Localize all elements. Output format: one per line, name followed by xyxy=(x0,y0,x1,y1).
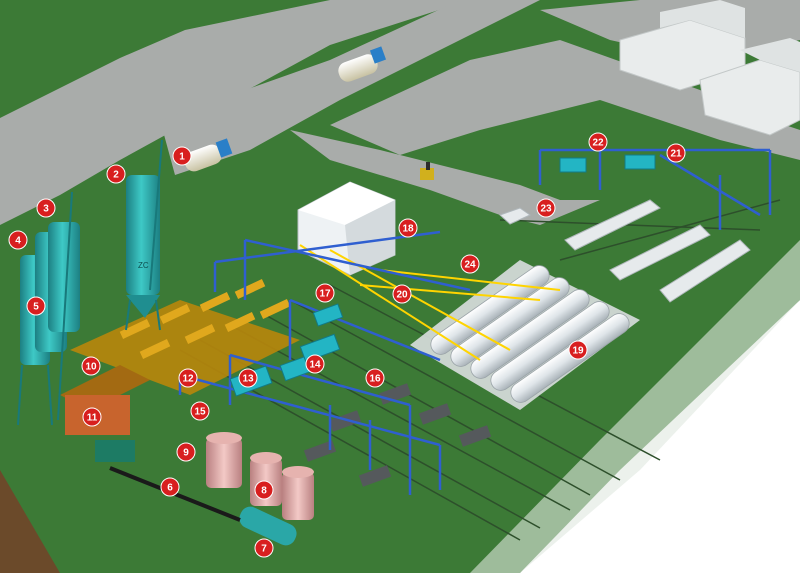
autoclaves xyxy=(410,260,640,410)
marker-label: 2 xyxy=(113,170,119,181)
marker-22: 22 xyxy=(588,132,608,152)
marker-15: 15 xyxy=(190,401,210,421)
marker-6: 6 xyxy=(160,477,180,497)
ball-mill xyxy=(239,506,297,546)
marker-circle xyxy=(160,477,180,497)
marker-12: 12 xyxy=(178,368,198,388)
marker-circle xyxy=(36,198,56,218)
green-cakes xyxy=(303,383,492,487)
marker-2: 2 xyxy=(106,164,126,184)
marker-label: 12 xyxy=(182,374,194,385)
marker-13: 13 xyxy=(238,368,258,388)
marker-label: 24 xyxy=(464,260,476,271)
marker-circle xyxy=(315,283,335,303)
marker-label: 5 xyxy=(33,302,39,313)
warehouses xyxy=(619,0,800,136)
marker-label: 13 xyxy=(242,374,254,385)
marker-circle xyxy=(398,218,418,238)
marker-14: 14 xyxy=(305,354,325,374)
marker-circle xyxy=(666,143,686,163)
marker-3: 3 xyxy=(36,198,56,218)
marker-circle xyxy=(190,401,210,421)
silos: ZC xyxy=(17,139,163,426)
forklift xyxy=(420,162,434,180)
tanker-truck-top xyxy=(338,46,387,82)
marker-label: 9 xyxy=(183,448,189,459)
marker-23: 23 xyxy=(536,198,556,218)
marker-7: 7 xyxy=(254,538,274,558)
marker-label: 3 xyxy=(43,204,49,215)
marker-circle xyxy=(305,354,325,374)
marker-8: 8 xyxy=(254,480,274,500)
marker-18: 18 xyxy=(398,218,418,238)
marker-circle xyxy=(392,284,412,304)
marker-label: 21 xyxy=(670,149,682,160)
marker-circle xyxy=(588,132,608,152)
marker-11: 11 xyxy=(82,407,102,427)
marker-circle xyxy=(106,164,126,184)
marker-label: 1 xyxy=(179,152,185,163)
marker-4: 4 xyxy=(8,230,28,250)
marker-20: 20 xyxy=(392,284,412,304)
marker-circle xyxy=(81,356,101,376)
marker-circle xyxy=(254,538,274,558)
marker-circle xyxy=(82,407,102,427)
marker-label: 11 xyxy=(87,413,98,424)
marker-label: 8 xyxy=(261,486,267,497)
marker-19: 19 xyxy=(568,340,588,360)
marker-circle xyxy=(365,368,385,388)
marker-label: 6 xyxy=(167,483,173,494)
outside-fade xyxy=(470,240,800,573)
marker-label: 4 xyxy=(15,236,21,247)
marker-circle xyxy=(238,368,258,388)
marker-1: 1 xyxy=(172,146,192,166)
marker-label: 15 xyxy=(194,407,206,418)
jaw-crusher xyxy=(95,440,135,462)
marker-circle xyxy=(8,230,28,250)
dirt-corner xyxy=(0,470,60,573)
marker-label: 19 xyxy=(572,346,584,357)
marker-label: 20 xyxy=(396,290,408,301)
silo-text: ZC xyxy=(138,261,149,270)
marker-label: 23 xyxy=(540,204,552,215)
marker-label: 16 xyxy=(369,374,381,385)
cutting-machines xyxy=(229,154,656,397)
marker-label: 7 xyxy=(261,544,267,555)
steel-structure xyxy=(178,145,772,495)
marker-circle xyxy=(460,254,480,274)
marker-circle xyxy=(26,296,46,316)
marker-5: 5 xyxy=(26,296,46,316)
marker-circle xyxy=(176,442,196,462)
marker-label: 10 xyxy=(85,362,97,373)
control-building xyxy=(297,181,396,276)
marker-label: 22 xyxy=(592,138,604,149)
marker-circle xyxy=(568,340,588,360)
marker-circle xyxy=(536,198,556,218)
marker-24: 24 xyxy=(460,254,480,274)
rail-tracks xyxy=(179,199,781,541)
marker-label: 17 xyxy=(319,289,331,300)
marker-16: 16 xyxy=(365,368,385,388)
marker-9: 9 xyxy=(176,442,196,462)
marker-17: 17 xyxy=(315,283,335,303)
marker-label: 18 xyxy=(402,224,414,235)
marker-10: 10 xyxy=(81,356,101,376)
marker-21: 21 xyxy=(666,143,686,163)
marker-circle xyxy=(254,480,274,500)
product-stacks xyxy=(499,199,751,303)
marker-label: 14 xyxy=(309,360,321,371)
marker-circle xyxy=(172,146,192,166)
tanker-truck-left xyxy=(184,138,233,172)
marker-circle xyxy=(178,368,198,388)
